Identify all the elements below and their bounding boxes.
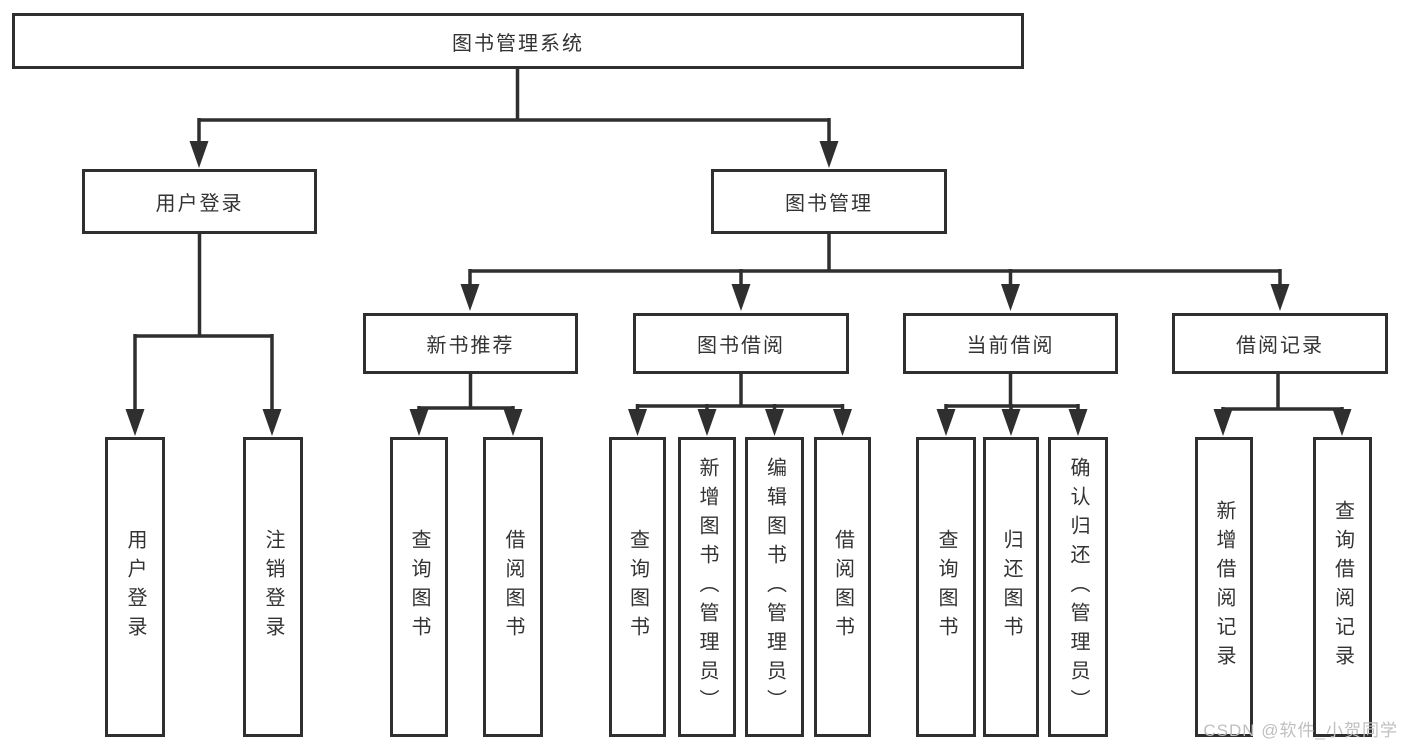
node-root-label: 图书管理系统 [452, 32, 584, 55]
arrow-br-query [1332, 409, 1352, 436]
leaf-bb-query-books: 查询图书 [609, 437, 666, 737]
arrowheads [125, 141, 1352, 436]
leaf-nb-borrow-books: 借阅图书 [483, 437, 543, 737]
leaf-logout-login: 注销登录 [243, 437, 303, 737]
leaf-bb-borrow-books-label: 借阅图书 [831, 529, 854, 645]
arrow-cb-confirm [1068, 409, 1088, 436]
arrow-br-add [1213, 409, 1233, 436]
node-book-borrowing-label: 图书借阅 [697, 335, 785, 357]
arrow-current-borrow [1001, 284, 1020, 311]
edge-new-book-rec-children [417, 373, 515, 414]
arrow-bb-edit [765, 409, 784, 436]
leaf-bb-add-books-admin-label: 新增图书（管理员） [696, 456, 718, 718]
leaf-bb-edit-books-admin: 编辑图书（管理员） [745, 437, 804, 737]
arrow-bb-query [628, 409, 647, 436]
arrow-ul-login [125, 409, 145, 436]
node-user-login-label: 用户登录 [155, 193, 244, 215]
arrow-nb-query [409, 409, 429, 436]
leaf-cb-return-books-label: 归还图书 [1000, 529, 1022, 645]
arrow-user-login [189, 141, 209, 168]
edge-borrow-record-children [1221, 373, 1344, 414]
arrow-nb-borrow [503, 409, 523, 436]
edge-current-borrow-children [944, 373, 1080, 414]
leaf-user-login-label: 用户登录 [124, 529, 146, 645]
arrow-bb-add [697, 409, 717, 436]
leaf-nb-query-books-label: 查询图书 [408, 529, 430, 645]
leaf-user-login: 用户登录 [105, 437, 165, 737]
edge-book-borrow-children [635, 373, 845, 414]
arrow-cb-return [1001, 409, 1021, 436]
edge-user-login-children [133, 233, 274, 414]
leaf-br-query-record-label: 查询借阅记录 [1331, 500, 1354, 674]
csdn-watermark: CSDN @软件_小贺同学 [1203, 721, 1398, 740]
node-borrowing-records-label: 借阅记录 [1236, 335, 1324, 357]
node-new-book-recommendation-label: 新书推荐 [426, 335, 515, 357]
edge-book-mgmt-children [468, 233, 1282, 288]
edge-root-to-level2 [197, 68, 831, 146]
leaf-bb-add-books-admin: 新增图书（管理员） [678, 437, 736, 737]
node-current-borrowing-label: 当前借阅 [966, 335, 1055, 357]
node-new-book-recommendation: 新书推荐 [363, 313, 578, 374]
node-book-management: 图书管理 [711, 169, 947, 234]
leaf-logout-login-label: 注销登录 [262, 529, 284, 645]
arrow-book-mgmt [819, 141, 839, 168]
node-user-login: 用户登录 [82, 169, 317, 234]
leaf-cb-query-books-label: 查询图书 [935, 529, 957, 645]
leaf-cb-confirm-return-admin: 确认归还（管理员） [1048, 437, 1108, 737]
leaf-cb-confirm-return-admin-label: 确认归还（管理员） [1067, 456, 1089, 718]
leaf-br-add-record-label: 新增借阅记录 [1213, 500, 1235, 674]
leaf-cb-return-books: 归还图书 [983, 437, 1039, 737]
leaf-bb-edit-books-admin-label: 编辑图书（管理员） [763, 456, 786, 718]
leaf-br-query-record: 查询借阅记录 [1313, 437, 1372, 737]
node-root: 图书管理系统 [12, 13, 1024, 69]
node-book-management-label: 图书管理 [785, 193, 873, 215]
leaf-nb-borrow-books-label: 借阅图书 [502, 529, 524, 645]
leaf-br-add-record: 新增借阅记录 [1195, 437, 1253, 737]
arrow-bb-borrow [833, 409, 852, 436]
arrow-borrow-record [1270, 284, 1290, 311]
arrow-book-borrow [731, 284, 751, 311]
node-book-borrowing: 图书借阅 [633, 313, 849, 374]
arrow-new-book-rec [460, 284, 480, 311]
leaf-cb-query-books: 查询图书 [916, 437, 976, 737]
node-borrowing-records: 借阅记录 [1172, 313, 1388, 374]
node-current-borrowing: 当前借阅 [903, 313, 1118, 374]
arrow-cb-query [936, 409, 956, 436]
leaf-bb-borrow-books: 借阅图书 [814, 437, 871, 737]
leaf-bb-query-books-label: 查询图书 [626, 529, 649, 645]
arrow-ul-logout [262, 409, 282, 436]
leaf-nb-query-books: 查询图书 [390, 437, 448, 737]
